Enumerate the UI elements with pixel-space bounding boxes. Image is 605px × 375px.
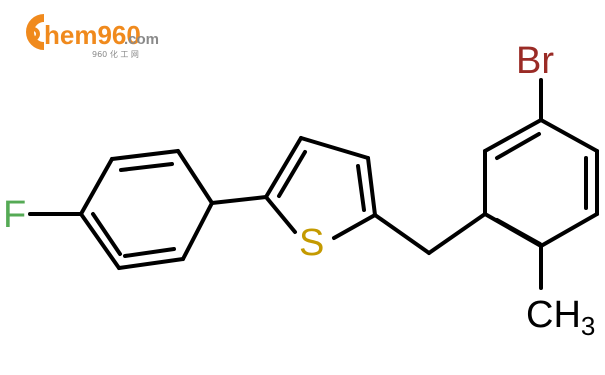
- bond: [332, 213, 377, 240]
- bond: [427, 212, 487, 255]
- bond: [79, 157, 114, 216]
- bond: [123, 247, 176, 258]
- bond: [91, 212, 122, 256]
- bond: [117, 257, 185, 270]
- bond: [495, 218, 542, 246]
- methyl-carbon-text: CH: [526, 294, 581, 336]
- bond: [119, 162, 174, 172]
- fluorine-label: F: [3, 194, 26, 236]
- sulfur-label: S: [299, 222, 324, 264]
- bond: [366, 156, 377, 217]
- bond: [264, 136, 303, 199]
- bond: [181, 201, 214, 261]
- bond: [277, 150, 307, 198]
- bond: [356, 164, 366, 212]
- bond: [176, 149, 214, 205]
- methyl-subscript: 3: [581, 311, 595, 341]
- bond: [299, 136, 370, 160]
- bromine-label: Br: [516, 40, 554, 82]
- bond: [483, 118, 543, 153]
- logo-brand-main: hem960: [44, 20, 141, 50]
- bond: [210, 195, 268, 205]
- bond-lines: [28, 78, 599, 290]
- logo-c-icon: [26, 14, 45, 50]
- bond: [539, 212, 599, 248]
- atom-labels: F S Br CH3: [3, 40, 595, 341]
- bond: [79, 212, 121, 270]
- bond: [495, 132, 541, 160]
- logo-tagline: 960 化 工 网: [92, 49, 139, 59]
- bond: [539, 118, 599, 153]
- bond: [110, 149, 180, 161]
- logo-brand-suffix: .com: [124, 31, 159, 48]
- bond: [264, 195, 297, 234]
- methyl-label: CH3: [526, 294, 595, 341]
- bond: [373, 213, 431, 255]
- chem960-logo: hem960 .com 960 化 工 网: [26, 14, 159, 59]
